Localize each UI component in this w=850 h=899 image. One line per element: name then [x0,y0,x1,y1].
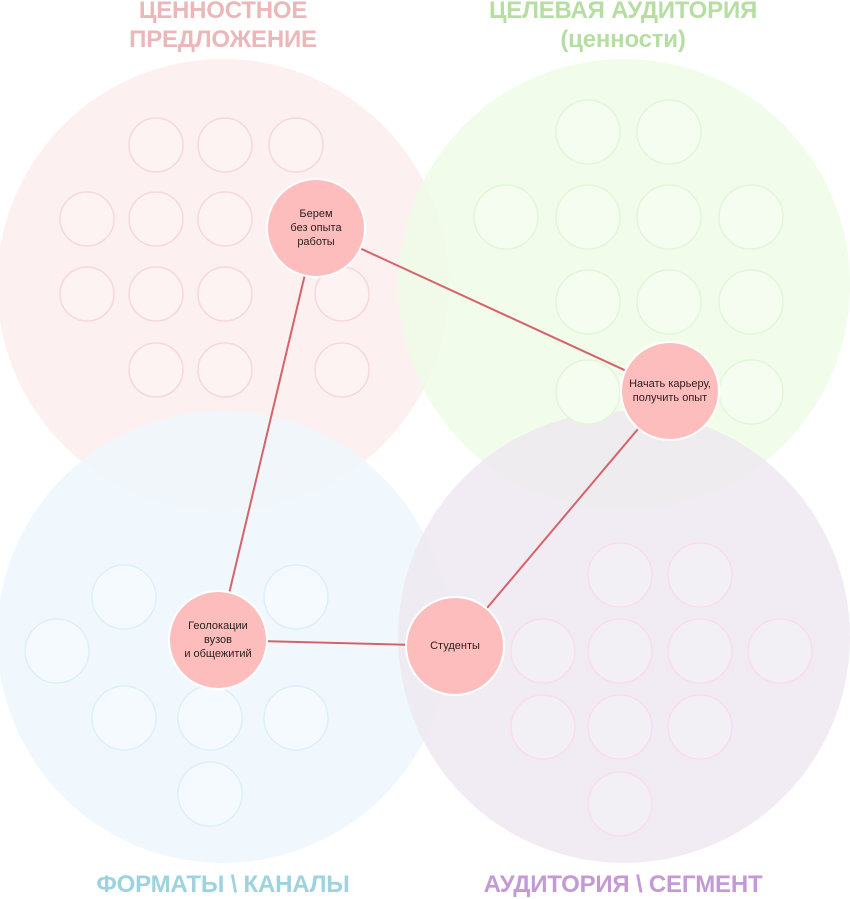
empty-slot[interactable] [636,269,702,335]
empty-slot[interactable] [197,342,253,398]
empty-slot[interactable] [718,184,784,250]
node-n3[interactable] [168,590,268,690]
title-line: АУДИТОРИЯ \ СЕГМЕНТ [483,871,763,898]
link-n4-n2 [454,390,671,647]
empty-slot[interactable] [263,685,329,751]
empty-slot[interactable] [197,266,253,322]
empty-slot[interactable] [177,761,243,827]
empty-slot[interactable] [555,359,621,425]
empty-slot[interactable] [59,191,115,247]
empty-slot[interactable] [473,184,539,250]
title-audience-segment: АУДИТОРИЯ \ СЕГМЕНТ [460,870,786,899]
empty-slot[interactable] [263,564,329,630]
node-n1[interactable] [266,178,366,278]
empty-slot[interactable] [636,99,702,165]
empty-slot[interactable] [510,694,576,760]
empty-slot[interactable] [128,342,184,398]
title-line: (ценности) [560,26,686,53]
link-n1-n2 [315,227,671,392]
empty-slot[interactable] [667,618,733,684]
empty-slot[interactable] [555,99,621,165]
title-line: ЦЕЛЕВАЯ АУДИТОРИЯ [488,0,758,24]
empty-slot[interactable] [314,342,370,398]
empty-slot[interactable] [667,694,733,760]
empty-slot[interactable] [91,564,157,630]
empty-slot[interactable] [555,269,621,335]
empty-slot[interactable] [24,618,90,684]
link-n1-n3 [217,227,317,641]
title-line: ПРЕДЛОЖЕНИЕ [129,26,317,53]
empty-slot[interactable] [91,685,157,751]
empty-slot[interactable] [59,266,115,322]
title-formats-channels: ФОРМАТЫ \ КАНАЛЫ [60,870,386,899]
empty-slot[interactable] [718,359,784,425]
title-target-audience: ЦЕЛЕВАЯ АУДИТОРИЯ (ценности) [460,0,786,54]
empty-slot[interactable] [268,117,324,173]
empty-slot[interactable] [555,184,621,250]
empty-slot[interactable] [128,117,184,173]
node-n4[interactable] [405,596,505,696]
empty-slot[interactable] [747,618,813,684]
empty-slot[interactable] [197,117,253,173]
empty-slot[interactable] [197,191,253,247]
empty-slot[interactable] [587,618,653,684]
empty-slot[interactable] [636,184,702,250]
empty-slot[interactable] [587,771,653,837]
title-value-proposition: ЦЕННОСТНОЕ ПРЕДЛОЖЕНИЕ [60,0,386,54]
empty-slot[interactable] [587,542,653,608]
empty-slot[interactable] [667,542,733,608]
empty-slot[interactable] [128,191,184,247]
title-line: ФОРМАТЫ \ КАНАЛЫ [96,871,350,898]
empty-slot[interactable] [718,269,784,335]
empty-slot[interactable] [587,694,653,760]
empty-slot[interactable] [128,266,184,322]
node-n2[interactable] [620,341,720,441]
empty-slot[interactable] [177,685,243,751]
title-line: ЦЕННОСТНОЕ [138,0,308,24]
empty-slot[interactable] [510,618,576,684]
